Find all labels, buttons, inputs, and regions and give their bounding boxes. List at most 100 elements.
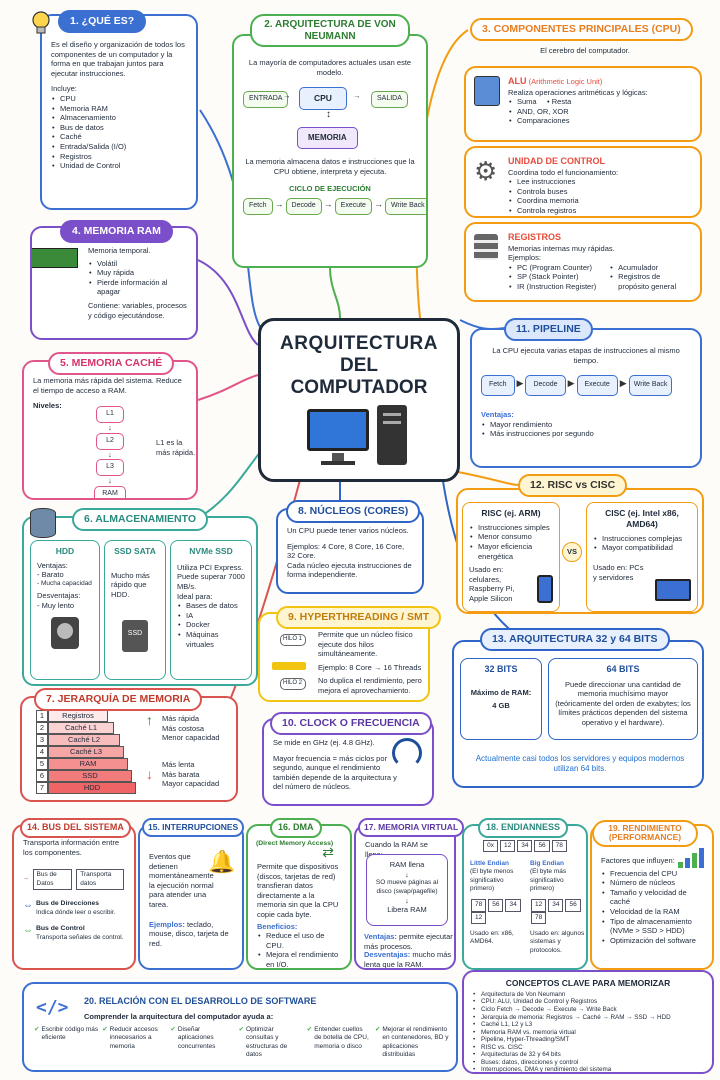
- step-writeback: Write Back: [384, 197, 426, 215]
- dma-text: Permite que dispositivos (discos, tarjet…: [257, 862, 339, 919]
- list-item: Frecuencia del CPU: [601, 869, 703, 879]
- gear-icon: ⚙: [474, 156, 498, 186]
- down-text: Más barata: [162, 769, 200, 779]
- big-col: Big Endian (El byte más significativo pr…: [530, 860, 586, 955]
- list-item: Docker: [177, 620, 245, 630]
- que-es-text: Es el diseño y organización de todos los…: [51, 40, 185, 78]
- ssd-title: SSD SATA: [114, 546, 156, 556]
- list-item: Arquitectura de Von Neumann: [472, 991, 704, 999]
- bus-dir-desc: Indica dónde leer o escribir.: [36, 908, 116, 916]
- interrupciones-title: 15. INTERRUPCIONES: [142, 818, 245, 837]
- up-text: Más costosa: [162, 723, 205, 733]
- cpu-box: CPU: [299, 87, 347, 111]
- rel-title: 20. RELACIÓN CON EL DESARROLLO DE SOFTWA…: [84, 996, 317, 1006]
- nvme-card: NVMe SSD Utiliza PCI Express. Puede supe…: [170, 540, 252, 680]
- virtual-title: 17. MEMORIA VIRTUAL: [358, 818, 465, 837]
- risc-list: Instrucciones simples Menor consumo Mayo…: [469, 523, 553, 561]
- big-desc: (El byte más significativo primero): [530, 868, 567, 892]
- cache-niveles: Niveles:: [33, 401, 62, 411]
- alu-text: Realiza operaciones aritméticas y lógica…: [508, 87, 648, 97]
- thread-icon: HILO 1 HILO 2: [268, 634, 308, 696]
- von-neumann-desc: La memoria almacena datos e instruccione…: [245, 157, 415, 176]
- almacen-box: HDD Ventajas: - Barato - Mucha capacidad…: [22, 516, 258, 686]
- nvme-ideal: Ideal para:: [177, 591, 213, 601]
- phone-icon: [537, 575, 553, 603]
- interrupciones-ej: Ejemplos: teclado, mouse, disco, tarjeta…: [149, 919, 229, 948]
- dma-subtitle: (Direct Memory Access): [256, 840, 334, 847]
- check-icon: ✔: [306, 1026, 313, 1033]
- uc-list: Lee instrucciones Controla buses Coordin…: [508, 177, 691, 215]
- virtual-d: Desventajas: mucho más lenta que la RAM.: [364, 950, 452, 969]
- cache-box: La memoria más rápida del sistema. Reduc…: [22, 360, 198, 500]
- list-item: Memoria RAM: [51, 104, 187, 114]
- clock-t2: Mayor frecuencia = más ciclos por segund…: [273, 753, 397, 792]
- step-execute: Execute: [334, 197, 372, 215]
- endian-title: 18. ENDIANNESS: [478, 818, 569, 838]
- list-item: Registros: [51, 152, 187, 162]
- dma-box: (Direct Memory Access) ⇄ Permite que dis…: [246, 824, 352, 970]
- registros-text: Memorias internas muy rápidas.: [508, 243, 615, 253]
- alu-list: Suma • Resta AND, OR, XOR Comparaciones: [508, 97, 691, 126]
- list-item: Instrucciones simples: [469, 523, 553, 533]
- list-item: Almacenamiento: [51, 113, 187, 123]
- center-title-line3: COMPUTADOR: [290, 376, 428, 398]
- ram-contains: Contiene: variables, procesos y código e…: [88, 300, 187, 320]
- little-title: Little Endian: [470, 860, 509, 867]
- level-l3: L3: [96, 459, 124, 477]
- rend-list: Frecuencia del CPU Número de núcleos Tam…: [601, 869, 703, 946]
- pipeline-ventajas: Ventajas:: [481, 410, 514, 420]
- registros-title: REGISTROS: [508, 232, 562, 242]
- cisc-use: Usado en: PCs y servidores: [593, 562, 644, 582]
- cache-text: La memoria más rápida del sistema. Reduc…: [33, 376, 182, 395]
- list-item: Coordina memoria: [508, 196, 691, 206]
- risc-title: RISC (ej. ARM): [481, 508, 541, 518]
- list-item: Lee instrucciones: [508, 177, 691, 187]
- list-item: Pipeline, Hyper-Threading/SMT: [472, 1036, 704, 1044]
- list-item: Número de núcleos: [601, 878, 703, 888]
- hdd-v2: - Mucha capacidad: [37, 580, 92, 588]
- alu-subtitle: (Arithmetic Logic Unit): [528, 77, 603, 86]
- bar-chart-icon: [678, 848, 704, 868]
- von-neumann-box: La mayoría de computadores actuales usan…: [232, 34, 428, 268]
- level-ram: RAM: [94, 485, 126, 498]
- down-text: Más lenta: [162, 760, 195, 769]
- check-icon: ✔: [102, 1026, 108, 1033]
- gauge-icon: [392, 738, 422, 768]
- salida-box: SALIDA: [371, 91, 408, 109]
- clock-title: 10. CLOCK O FRECUENCIA: [270, 712, 432, 736]
- hdd-card: HDD Ventajas: - Barato - Mucha capacidad…: [30, 540, 100, 680]
- nvme-text: Utiliza PCI Express. Puede superar 7000 …: [177, 562, 245, 592]
- arrow-vertical-icon: ↕: [326, 109, 331, 121]
- pipeline-steps: Fetch▶Decode▶Execute▶Write Back: [481, 375, 691, 397]
- rend-text: Factores que influyen:: [601, 856, 675, 865]
- hilo1-label: HILO 1: [280, 634, 306, 646]
- hilo2-label: HILO 2: [280, 678, 306, 690]
- hdd-v1: - Barato: [37, 570, 64, 580]
- list-item: SP (Stack Pointer): [508, 272, 603, 282]
- interrupciones-text: Eventos que detienen momentáneamente la …: [149, 852, 214, 909]
- list-item: Bases de datos: [177, 601, 245, 611]
- bus-box: Transporta información entre los compone…: [12, 824, 136, 970]
- ssd-text: Mucho más rápido que HDD.: [111, 570, 150, 600]
- list-item: Jerarquía de memoria: Registros → Caché …: [472, 1014, 704, 1022]
- entrada-box: ENTRADA: [243, 91, 289, 109]
- list-item: Interrupciones, DMA y rendimiento del si…: [472, 1066, 704, 1072]
- list-item: PC (Program Counter): [508, 263, 603, 273]
- hdd-icon: [51, 616, 79, 649]
- uc-text: Coordina todo el funcionamiento:: [508, 167, 619, 177]
- list-item: IR (Instruction Register): [508, 282, 603, 292]
- cpu-title: 3. COMPONENTES PRINCIPALES (CPU): [470, 18, 693, 42]
- von-neumann-diagram: ENTRADA → CPU → SALIDA ↕ MEMORIA: [243, 83, 417, 153]
- code-icon: </>: [36, 997, 69, 1018]
- cpu-subtitle: El cerebro del computador.: [540, 46, 630, 55]
- nvme-list: Bases de datos IA Docker Máquinas virtua…: [177, 601, 245, 649]
- ht-t1: Permite que un núcleo físico ejecute dos…: [318, 630, 413, 659]
- list-item: Bus de datos: [51, 123, 187, 133]
- database-icon: [30, 508, 56, 538]
- arrow-lr-icon: ⇔: [23, 875, 30, 883]
- list-item: Controla buses: [508, 187, 691, 197]
- list-item: Arquitecturas de 32 y 64 bits: [472, 1051, 704, 1059]
